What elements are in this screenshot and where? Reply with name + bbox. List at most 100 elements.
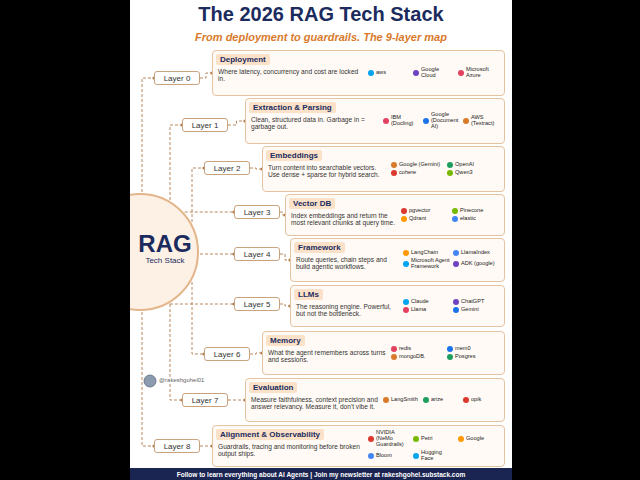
logo-item: Google Cloud xyxy=(413,67,455,79)
layer-card: LLMsThe reasoning engine. Powerful, but … xyxy=(290,285,505,327)
logo-icon xyxy=(458,436,464,442)
logo-item: AWS (Textract) xyxy=(463,112,500,130)
layer-pill: Layer 8 xyxy=(154,439,200,453)
logo-icon xyxy=(413,453,419,459)
circle-text-group: RAGTech Stack xyxy=(132,232,198,266)
logo-icon xyxy=(447,346,453,352)
layer-label: Layer 6 xyxy=(214,350,241,359)
hub-title: RAG xyxy=(132,232,198,256)
logo-icon xyxy=(452,216,458,222)
footer-band: Follow to learn everything about AI Agen… xyxy=(130,468,512,480)
logo-grid: redismem0mongoDB.Posgres xyxy=(391,336,500,370)
layer-label: Layer 7 xyxy=(192,396,219,405)
card-body: Route queries, chain steps and build age… xyxy=(296,256,400,271)
card-body: Clean, structured data in. Garbage in = … xyxy=(251,116,380,131)
logo-icon xyxy=(383,397,389,403)
logo-name: ADK (google) xyxy=(461,261,495,267)
logo-icon xyxy=(368,70,374,76)
logo-name: elastic xyxy=(460,216,476,222)
card-heading: Alignment & Observability xyxy=(216,429,324,440)
logo-icon xyxy=(453,307,459,313)
layer-label: Layer 8 xyxy=(164,442,191,451)
card-body: Measure faithfulness, context precision … xyxy=(251,396,380,411)
logo-name: arize xyxy=(431,397,443,403)
layer-pill: Layer 5 xyxy=(234,297,280,311)
logo-name: pgvector xyxy=(409,208,430,214)
logo-grid: pgvectorPineconeQdrantelastic xyxy=(401,199,500,231)
logo-icon xyxy=(391,346,397,352)
logo-grid: IBM (Docling) Google (Document AI)AWS (Te… xyxy=(383,103,500,139)
logo-item: ADK (google) xyxy=(453,258,500,270)
logo-name: NVIDIA (NeMo Guardrails) xyxy=(376,430,410,448)
logo-name: Qwen3 xyxy=(455,170,473,176)
circle-shape xyxy=(130,194,198,310)
logo-name: Bloom xyxy=(376,453,392,459)
subtitle: From deployment to guardrails. The 9-lay… xyxy=(130,31,512,43)
logo-item: Google (Gemini) xyxy=(391,162,444,168)
logo-name: OpenAI xyxy=(455,162,474,168)
logo-icon xyxy=(403,299,409,305)
logo-name: Petri xyxy=(421,436,433,442)
logo-name: mongoDB. xyxy=(399,354,425,360)
logo-item: opik xyxy=(463,397,500,403)
dashed-connector xyxy=(228,121,245,125)
logo-item: redis xyxy=(391,346,444,352)
avatar-icon xyxy=(144,375,156,387)
logo-item: Claude xyxy=(403,299,450,305)
logo-item: Qdrant xyxy=(401,216,449,222)
dashed-connector xyxy=(200,446,212,447)
layer-card: FrameworkRoute queries, chain steps and … xyxy=(290,238,505,282)
logo-name: Google Cloud xyxy=(421,67,455,79)
logo-item: mongoDB. xyxy=(391,354,444,360)
logo-icon xyxy=(447,354,453,360)
card-heading: Framework xyxy=(294,242,345,253)
hub-circle: RAGTech Stack xyxy=(130,192,200,312)
layer-card: MemoryWhat the agent remembers across tu… xyxy=(262,331,505,375)
card-body: The reasoning engine. Powerful, but not … xyxy=(296,303,400,318)
logo-item: Bloom xyxy=(368,450,410,462)
logo-name: Google (Document AI) xyxy=(431,112,460,130)
author-handle: @rakeshgohel01 xyxy=(158,377,205,383)
logo-name: Google xyxy=(466,436,484,442)
card-body: What the agent remembers across turns an… xyxy=(268,349,388,364)
logo-name: Google (Gemini) xyxy=(399,162,440,168)
layer-card: Vector DBIndex embeddings and return the… xyxy=(285,194,505,236)
logo-icon xyxy=(463,118,469,124)
logo-item: NVIDIA (NeMo Guardrails) xyxy=(368,430,410,448)
logo-name: cohere xyxy=(399,170,416,176)
layer-card: EmbeddingsTurn content into searchable v… xyxy=(262,146,505,192)
dashed-connector xyxy=(142,78,154,192)
logo-name: Microsoft Agent Framework xyxy=(411,258,450,270)
logo-item: arize xyxy=(423,397,460,403)
logo-item: Gemini xyxy=(453,307,500,313)
logo-icon xyxy=(413,436,419,442)
logo-item: LangChain xyxy=(403,250,450,256)
logo-name: IBM (Docling) xyxy=(391,115,420,127)
logo-item: Petri xyxy=(413,430,455,448)
logo-icon xyxy=(423,118,429,124)
logo-item: Microsoft Azure xyxy=(458,67,500,79)
logo-item: mem0 xyxy=(447,346,500,352)
logo-icon xyxy=(447,162,453,168)
card-heading: Deployment xyxy=(216,54,270,65)
card-body: Where latency, concurrency and cost are … xyxy=(218,68,365,83)
layer-label: Layer 1 xyxy=(192,121,219,130)
logo-grid: ClaudeChatGPTLlamaGemini xyxy=(403,290,500,322)
card-body: Turn content into searchable vectors. Us… xyxy=(268,164,388,179)
logo-item: Qwen3 xyxy=(447,170,500,176)
dashed-connector xyxy=(170,304,234,305)
logo-item: Llama xyxy=(403,307,450,313)
dashed-connector xyxy=(170,125,182,200)
logo-icon xyxy=(452,208,458,214)
dashed-connector xyxy=(228,400,245,401)
layer-card: EvaluationMeasure faithfulness, context … xyxy=(245,378,505,422)
layer-label: Layer 4 xyxy=(244,250,271,259)
logo-icon xyxy=(463,397,469,403)
card-heading: Embeddings xyxy=(266,150,322,161)
logo-name: Llama xyxy=(411,307,426,313)
logo-name: opik xyxy=(471,397,481,403)
logo-name: redis xyxy=(399,346,411,352)
logo-item: cohere xyxy=(391,170,444,176)
logo-icon xyxy=(391,170,397,176)
layer-card: Alignment & ObservabilityGuardrails, tra… xyxy=(212,425,505,467)
